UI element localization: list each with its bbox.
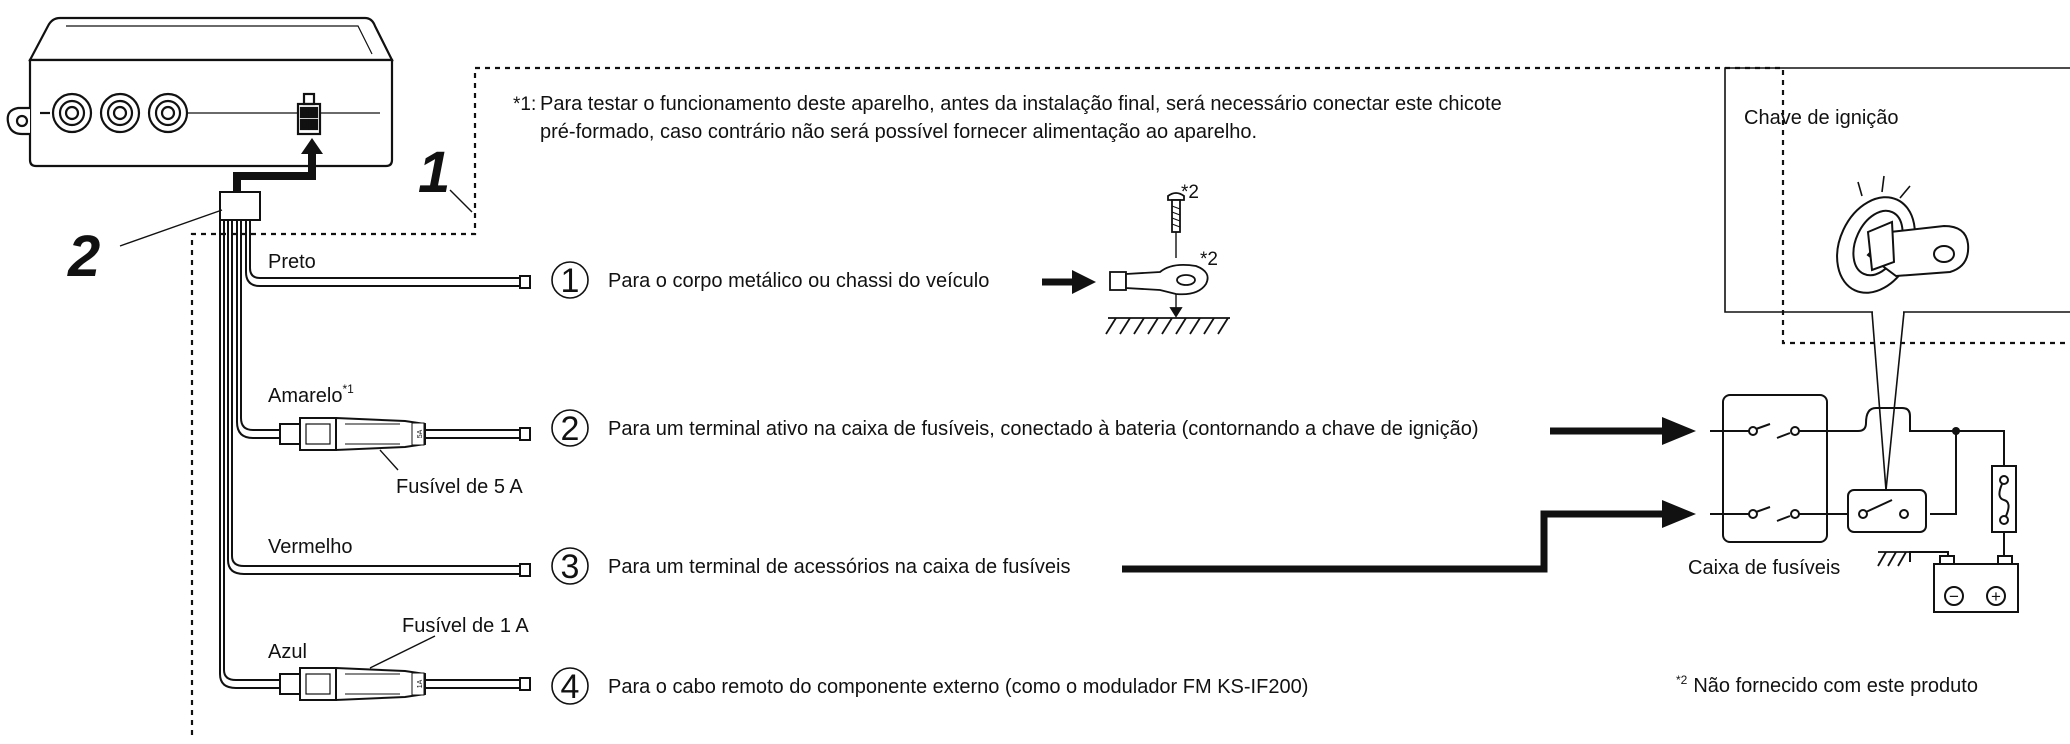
ground-hatch: [1105, 317, 1230, 335]
description-1: Para o corpo metálico ou chassi do veícu…: [608, 270, 989, 292]
number-circle-4: [551, 667, 589, 705]
amplifier-unit: [6, 16, 394, 168]
number-3: 3: [561, 548, 580, 586]
fuse-tiny-text-2: 1A: [417, 679, 424, 688]
wire-label-preto: Preto: [268, 251, 316, 273]
dashed-boundary: [190, 66, 2070, 735]
note-marker-star: *1:: [513, 94, 536, 115]
inline-fuse-symbol: [1991, 465, 2017, 533]
battery-icon: [1933, 555, 2019, 613]
note-marker: *1:: [513, 94, 536, 115]
rca-jack-2: [99, 92, 141, 134]
wire-item-1: 1 Para o corpo metálico ou chassi do veí…: [551, 261, 989, 300]
ignition-switch-symbol: [1847, 489, 1927, 533]
connect-arrow: [233, 138, 323, 192]
description-4: Para o cabo remoto do componente externo…: [608, 676, 1308, 698]
ring-terminal-mark: *2: [1200, 249, 1218, 270]
ignition-label: Chave de ignição: [1744, 107, 1899, 129]
wire-label-amarelo: Amarelo*1: [268, 382, 354, 407]
number-circle-3: [551, 547, 589, 585]
number-circle-1: [551, 261, 589, 299]
arrow-to-battery-fuse: [1550, 417, 1696, 445]
number-4: 4: [561, 668, 580, 706]
wire-item-2: 2 Para um terminal ativo na caixa de fus…: [551, 409, 1479, 448]
junction-dot: [1952, 427, 1960, 435]
wire-ends: [519, 275, 531, 691]
callout-1: 1: [418, 140, 450, 205]
description-2: Para um terminal ativo na caixa de fusív…: [608, 418, 1479, 440]
harness-plug: [219, 191, 261, 221]
ignition-key-icon: [1836, 175, 1970, 294]
ring-terminal-icon: [1109, 263, 1209, 318]
wire-label-vermelho: Vermelho: [268, 536, 353, 558]
fuse-label-1a: Fusível de 1 A: [402, 615, 529, 637]
footnote-text: Não fornecido com este produto: [1693, 675, 1978, 697]
number-circle-2: [551, 409, 589, 447]
battery-minus: −: [1949, 587, 1959, 606]
fuse-holder-1a: [279, 666, 426, 702]
screw-mark: *2: [1181, 182, 1199, 203]
fuse-label-5a: Fusível de 5 A: [396, 476, 523, 498]
inset-pointer: [1871, 311, 1905, 491]
rca-jack-1: [51, 92, 93, 134]
fusebox-label: Caixa de fusíveis: [1688, 557, 1840, 579]
fuse-5a-leader: [379, 449, 399, 471]
fuse-holder-5a: [279, 416, 426, 452]
screw-icon: [1167, 192, 1185, 258]
fuse-box: [1710, 394, 1848, 543]
number-2: 2: [561, 410, 580, 448]
wire-item-3: 3 Para um terminal de acessórios na caix…: [551, 547, 1070, 586]
description-3: Para um terminal de acessórios na caixa …: [608, 556, 1070, 578]
inset-pointer-mask: [1873, 311, 1903, 315]
ground-arrow: [1042, 270, 1096, 294]
number-1: 1: [561, 262, 580, 300]
callout-2: 2: [67, 224, 100, 289]
power-socket: [296, 92, 380, 136]
arrow-to-accessory-fuse: [1122, 500, 1696, 573]
callout-2-leader: [119, 209, 223, 247]
chassis-ground-symbol: [1877, 551, 1948, 567]
fuse-1a-leader: [369, 635, 436, 669]
wire-bundle: [219, 220, 528, 689]
note-line-1: Para testar o funcionamento deste aparel…: [540, 93, 1502, 115]
footnote: *2 Não fornecido com este produto: [1676, 673, 1978, 697]
note-line-2: pré-formado, caso contrário não será pos…: [540, 121, 1257, 143]
circuit-lines: [1840, 407, 2005, 562]
wire-label-azul: Azul: [268, 641, 307, 663]
wire-label-amarelo-text: Amarelo: [268, 385, 342, 407]
fuse-tiny-text-1: 5A: [417, 429, 424, 438]
wire-item-4: 4 Para o cabo remoto do componente exter…: [551, 667, 1308, 706]
battery-plus: +: [1991, 587, 2001, 606]
footnote-marker: *2: [1676, 673, 1688, 687]
wire-label-amarelo-sup: *1: [342, 382, 354, 396]
callout-1-leader: [449, 189, 473, 213]
